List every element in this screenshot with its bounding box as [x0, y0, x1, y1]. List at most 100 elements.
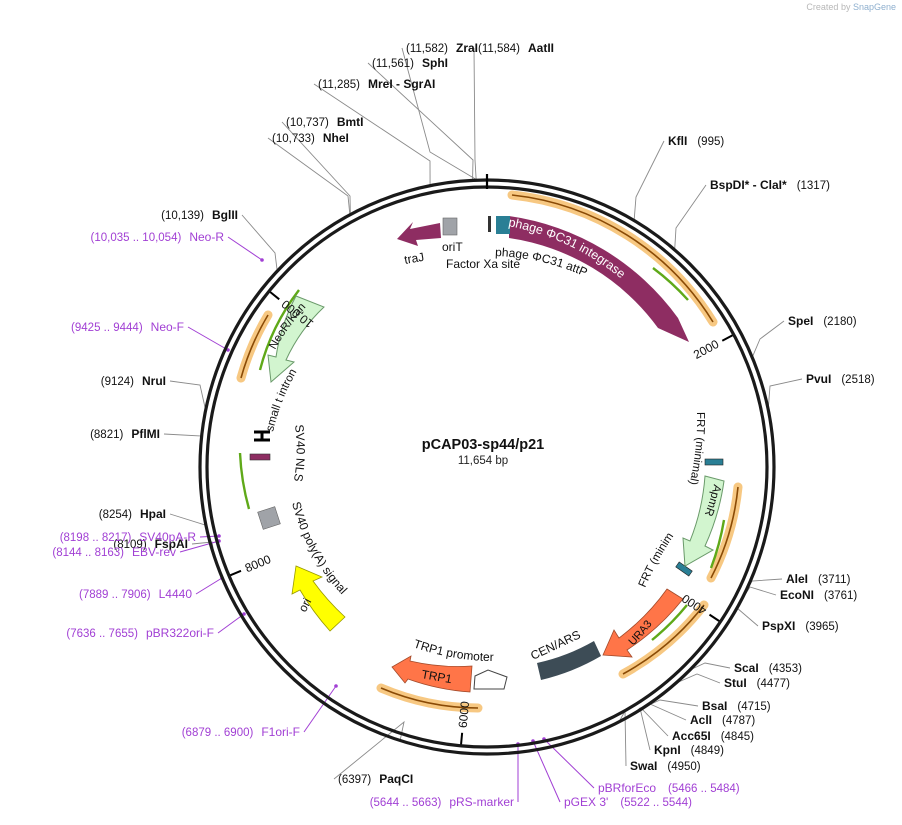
- factor-xa-label: Factor Xa site: [446, 257, 520, 271]
- primer-leader-line: [179, 540, 220, 553]
- small-t-label-path: small t intron: [264, 367, 299, 433]
- bp-tick-6000: [460, 732, 464, 745]
- traJ-arrow: [397, 222, 441, 246]
- credit-brand: SnapGene: [852, 2, 896, 12]
- enzyme-position: (8109): [113, 539, 146, 551]
- primer-range: (5522 .. 5544): [620, 797, 692, 809]
- attp-box: [496, 216, 510, 234]
- feature-layer: [236, 190, 743, 713]
- plasmid-size: 11,654 bp: [457, 455, 509, 467]
- small-t-label: small t intron: [264, 367, 299, 433]
- enzyme-label-9: PvuI(2518): [806, 372, 875, 386]
- enzyme-leader-line: [267, 137, 351, 214]
- enzyme-position: (9124): [101, 376, 134, 388]
- enzyme-label-6: KflI (995): [668, 134, 724, 148]
- enzyme-label-14: StuI(4477): [724, 676, 790, 690]
- ori-arrow: [291, 565, 346, 632]
- primer-leader-line: [217, 613, 245, 634]
- enzyme-leader-line: [678, 673, 721, 684]
- orf-apmr-line: [710, 486, 739, 579]
- primer-name: F1ori-F: [261, 725, 300, 739]
- primer-label-9: pBRforEco(5466 .. 5484): [598, 781, 740, 795]
- primer-name: Neo-F: [151, 320, 184, 334]
- enzyme-label-13: ScaI(4353): [734, 661, 802, 675]
- enzyme-name: AatII: [528, 41, 554, 55]
- enzyme-name: PspXI: [762, 619, 795, 633]
- bp-tick-label: 2000: [691, 337, 721, 362]
- primer-label-2: (8198 .. 8217)SV40pA-R: [60, 530, 197, 544]
- enzyme-position: (4787): [722, 715, 755, 727]
- enzyme-label-15: BsaI (4715): [702, 699, 771, 713]
- enzyme-position: (995): [697, 136, 724, 148]
- enzyme-position: (4715): [737, 701, 770, 713]
- trp1-promoter-label-path: TRP1 promoter: [412, 637, 494, 665]
- small-t-intron-marker: [254, 430, 270, 442]
- enzyme-label-20: (6397)PaqCI: [338, 772, 413, 786]
- enzyme-label-22: (8254)HpaI: [99, 507, 166, 521]
- backbone-layer: [198, 174, 776, 756]
- enzyme-label-24: (9124)NruI: [101, 374, 166, 388]
- enzyme-label-19: SwaI(4950): [630, 759, 701, 773]
- credit-prefix: Created by: [806, 2, 853, 12]
- primer-site-marker: [226, 348, 230, 352]
- enzyme-label-4: (10,737)BmtI: [286, 115, 364, 129]
- orf-neo-left-line: [240, 314, 269, 379]
- trp1-arrow: [391, 655, 473, 693]
- primer-label-8: pGEX 3' (5522 .. 5544): [564, 795, 692, 809]
- enzyme-position: (2518): [841, 374, 874, 386]
- trp1-promoter-label: TRP1 promoter: [412, 637, 494, 665]
- primer-label-4: (7889 .. 7906)L4440: [79, 587, 192, 601]
- enzyme-name: BglII: [212, 208, 238, 222]
- orit-label: oriT: [442, 240, 463, 254]
- enzyme-leader-line: [674, 184, 707, 249]
- enzyme-leader-line: [241, 214, 278, 270]
- bp-tick-2000: [721, 334, 734, 342]
- primer-label-1: (9425 .. 9444) Neo-F: [71, 320, 184, 334]
- enzyme-label-1: (11,584)AatII: [478, 41, 554, 55]
- primer-name: pGEX 3': [564, 795, 608, 809]
- bp-tick-label-group-8000: 8000: [243, 552, 273, 575]
- primer-label-0: (10,035 .. 10,054)Neo-R: [91, 230, 225, 244]
- trp1-label: TRP1: [420, 667, 453, 686]
- traj-label: traJ: [403, 250, 425, 267]
- enzyme-position: (3761): [824, 590, 857, 602]
- primer-range: (9425 .. 9444): [71, 322, 143, 334]
- enzyme-label-18: KpnI(4849): [654, 743, 724, 757]
- enzyme-name: AleI: [786, 572, 808, 586]
- enzyme-name: KflI: [668, 134, 687, 148]
- enzyme-position: (10,733): [272, 133, 315, 145]
- enzyme-label-2: (11,561) SphI: [372, 56, 448, 70]
- primer-name: EBV-rev: [132, 545, 176, 559]
- enzyme-name: SwaI: [630, 759, 657, 773]
- enzyme-name: SphI: [422, 56, 448, 70]
- trp1-promoter-arrow: [473, 669, 508, 690]
- primer-range: (10,035 .. 10,054): [91, 232, 182, 244]
- enzyme-name: BsaI: [702, 699, 727, 713]
- bp-tick-label: 8000: [243, 552, 273, 575]
- enzyme-position: (3711): [818, 574, 851, 586]
- bp-tick-label-group-2000: 2000: [691, 337, 721, 362]
- frt2-box: [675, 561, 693, 577]
- sv40-nls-box: [249, 453, 271, 461]
- primer-range: (7889 .. 7906): [79, 589, 151, 601]
- enzyme-position: (11,561): [372, 58, 414, 70]
- plasmid-name: pCAP03-sp44/p21: [421, 437, 545, 453]
- frt1-label-path: FRT (minimal): [686, 412, 706, 486]
- primer-site-marker: [242, 612, 246, 616]
- orf-green-arrow-2: [709, 519, 726, 569]
- enzyme-label-11: EcoNI(3761): [780, 588, 857, 602]
- ori-label: ori: [296, 596, 315, 614]
- enzyme-position: (1317): [797, 180, 830, 192]
- orf-green-arrow-3: [238, 452, 251, 510]
- primer-leader-line: [187, 326, 229, 351]
- sv40-nls-label-path: SV40 NLS: [291, 424, 308, 483]
- enzyme-leader-line: [313, 83, 431, 185]
- primer-name: pRS-marker: [449, 795, 514, 809]
- primer-name: SV40pA-R: [139, 530, 196, 544]
- enzyme-label-3: (11,285)MreI - SgrAI: [318, 77, 435, 91]
- enzyme-leader-line: [367, 62, 474, 180]
- enzyme-position: (2180): [823, 316, 856, 328]
- enzyme-label-17: Acc65I(4845): [672, 729, 754, 743]
- primer-label-7: (5644 .. 5663)pRS-marker: [370, 795, 514, 809]
